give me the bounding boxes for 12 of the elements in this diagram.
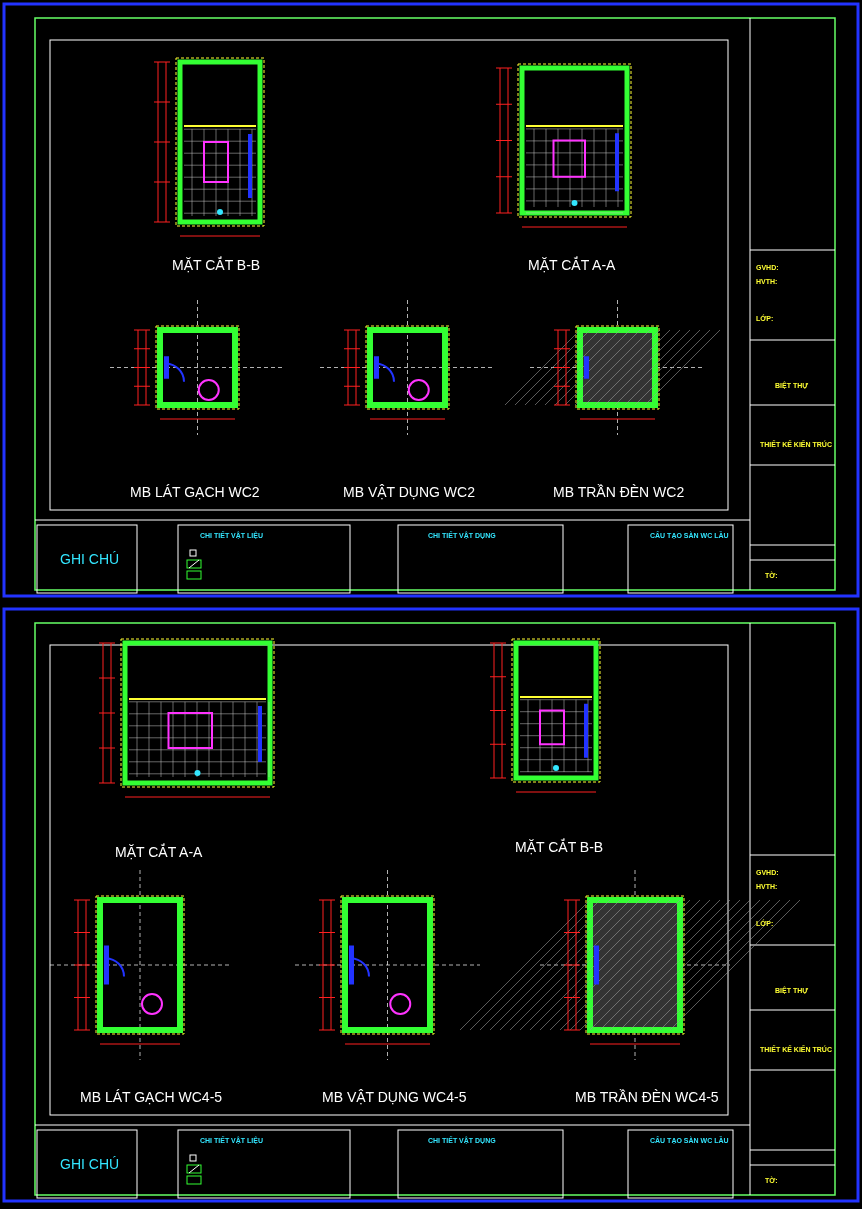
- view-title: MB TRẦN ĐÈN WC2: [553, 485, 685, 501]
- view-title: MẶT CẮT A-A: [528, 258, 616, 274]
- notes-heading: GHI CHÚ: [60, 1157, 120, 1173]
- view-title: MB LÁT GẠCH WC2: [130, 485, 260, 501]
- view-title: MẶT CẮT B-B: [172, 258, 261, 274]
- view-title: MẶT CẮT B-B: [515, 840, 604, 856]
- view-title: MB TRẦN ĐÈN WC4-5: [575, 1090, 719, 1106]
- view-title: MB VẬT DỤNG WC2: [343, 485, 475, 501]
- view-title: MẶT CẮT A-A: [115, 845, 203, 861]
- view-title: MB LÁT GẠCH WC4-5: [80, 1090, 223, 1106]
- notes-heading: GHI CHÚ: [60, 552, 120, 568]
- view-title: MB VẬT DỤNG WC4-5: [322, 1090, 467, 1106]
